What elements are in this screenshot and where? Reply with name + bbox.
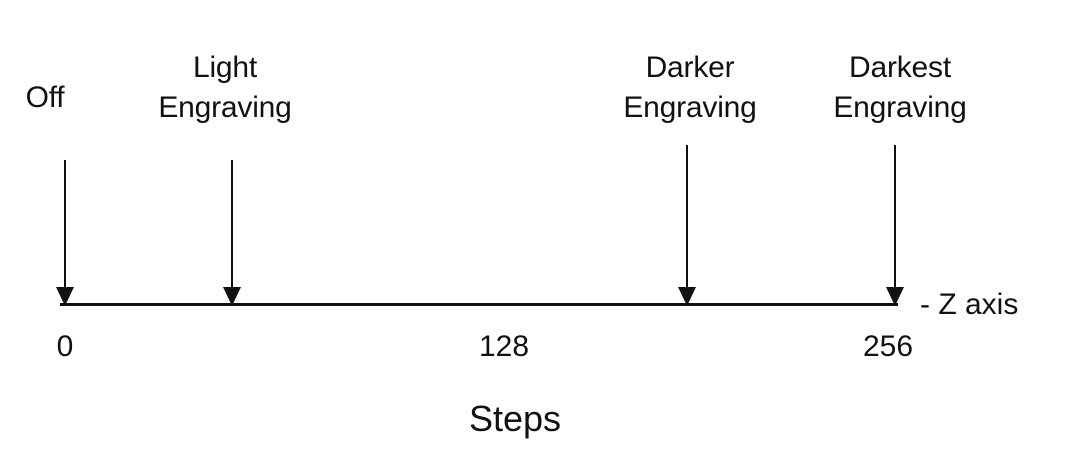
pointer-arrow-off bbox=[56, 160, 74, 306]
axis-title-steps: Steps bbox=[468, 398, 562, 439]
tick-label-0: 0 bbox=[56, 330, 74, 363]
arrow-shaft bbox=[64, 160, 66, 288]
callout-label-light-engraving: Light Engraving bbox=[158, 51, 292, 124]
arrow-shaft bbox=[231, 160, 233, 288]
callout-label-off: Off bbox=[25, 81, 65, 114]
arrow-head-icon bbox=[223, 287, 241, 306]
z-axis-line bbox=[60, 303, 898, 306]
callout-label-darkest-engraving: Darkest Engraving bbox=[833, 51, 967, 124]
pointer-arrow-light-engraving bbox=[223, 160, 241, 306]
arrow-head-icon bbox=[678, 287, 696, 306]
arrow-shaft bbox=[894, 145, 896, 288]
tick-label-128: 128 bbox=[478, 330, 530, 363]
arrow-head-icon bbox=[56, 287, 74, 306]
arrow-shaft bbox=[686, 145, 688, 288]
callout-label-darker-engraving: Darker Engraving bbox=[623, 51, 757, 124]
pointer-arrow-darkest-engraving bbox=[886, 145, 904, 306]
z-axis-name-label: - Z axis bbox=[920, 288, 1019, 321]
tick-label-256: 256 bbox=[862, 330, 914, 363]
arrow-head-icon bbox=[886, 287, 904, 306]
pointer-arrow-darker-engraving bbox=[678, 145, 696, 306]
